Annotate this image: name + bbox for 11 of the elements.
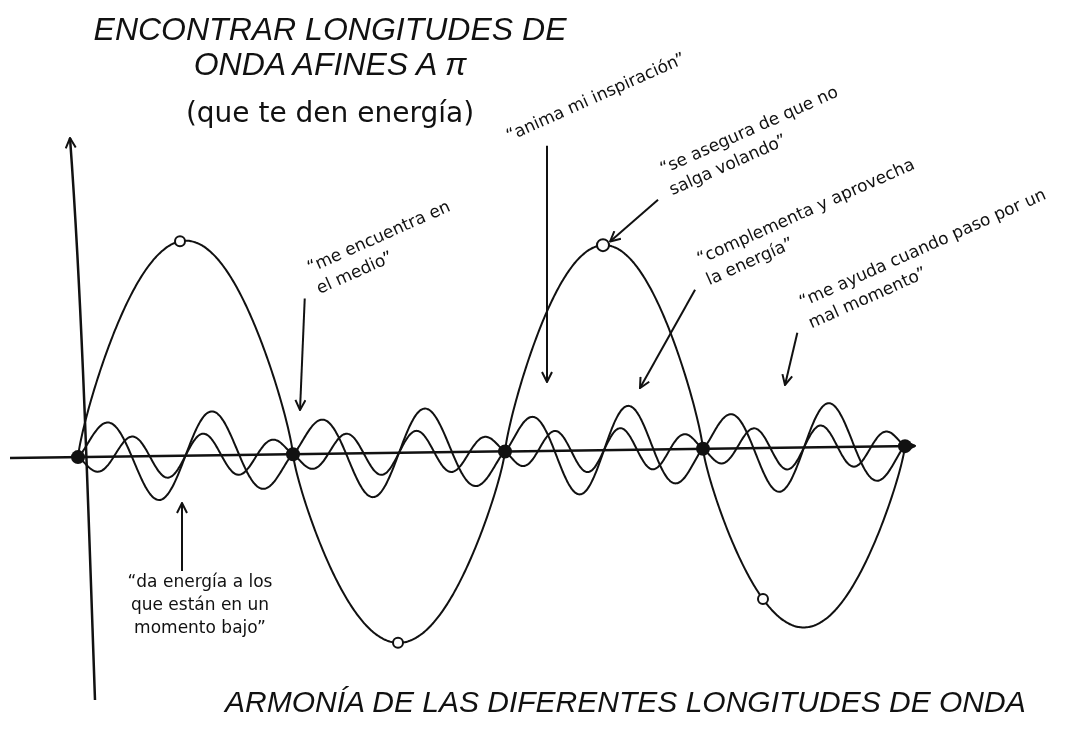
leader-arrow	[541, 144, 553, 383]
caption: ARMONÍA DE LAS DIFERENTES LONGITUDES DE ONDA	[225, 685, 1027, 719]
leader-arrow	[609, 198, 660, 243]
annotation: “da energía a los que están en un momento bajo”	[110, 570, 290, 639]
title: ENCONTRAR LONGITUDES DE ONDA AFINES A π	[92, 12, 568, 83]
leader-arrow	[639, 288, 697, 389]
leader-arrow	[294, 297, 307, 411]
peak-marker	[596, 238, 610, 253]
subtitle: (que te den energía)	[184, 96, 476, 129]
leader-arrow	[176, 502, 188, 572]
leader-arrow	[781, 331, 799, 386]
